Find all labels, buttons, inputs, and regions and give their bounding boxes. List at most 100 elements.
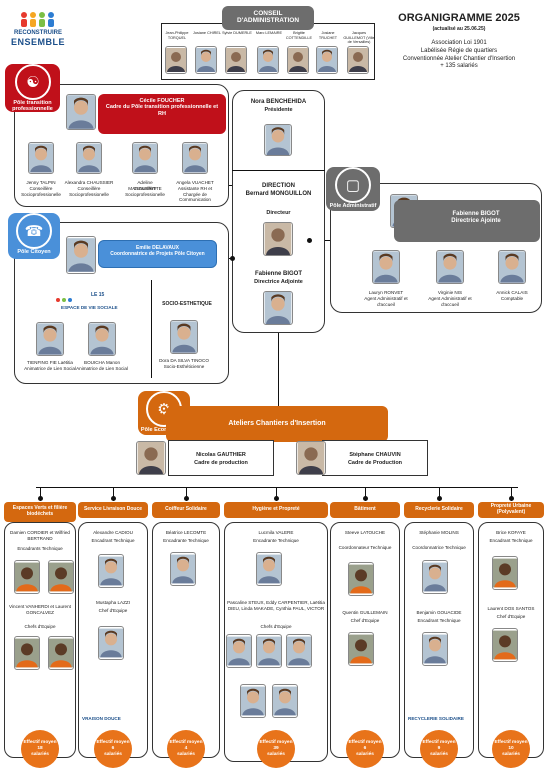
service-column-text: Alexandre CADIOU <box>93 530 133 535</box>
connector-line <box>511 487 512 501</box>
service-column-text: Stéphanie MOLINS <box>419 530 459 535</box>
service-column-text: Encadrante Technique <box>253 538 299 543</box>
member-photo <box>436 250 464 284</box>
pole-admin-icon: ▢ <box>335 167 371 203</box>
pole-citoyen-icon: ☎ <box>16 213 52 249</box>
cadre-photo <box>136 441 166 475</box>
member-photo <box>492 556 518 590</box>
presidente-photo <box>264 124 292 156</box>
member-role: Socio-Esthéticienne <box>163 364 205 369</box>
cadre-role: Cadre de production <box>194 460 248 466</box>
service-column-text: Pascaline STEUX, Eddy CARPENTIER, Laëtit… <box>227 600 325 611</box>
connector-line <box>113 487 114 501</box>
member-photo <box>132 142 158 174</box>
service-column-text: Damien CORDIER et Wilfried BERTRAND <box>10 530 70 541</box>
member-photo <box>36 322 64 356</box>
member-photo <box>76 142 102 174</box>
effectif-text: salariés <box>502 751 520 757</box>
member-name: Virginie NIS <box>437 290 463 295</box>
effectif-text: salariés <box>104 751 122 757</box>
connector-line <box>40 487 41 501</box>
adjointe-role: Directrice Adjointe <box>254 279 303 285</box>
member-photo <box>348 562 374 596</box>
effectif-text: Effectif moyen <box>422 740 456 746</box>
assoc-line: Conventionnée Atelier Chantier d'Inserti… <box>402 55 516 62</box>
service-column-title: Service Livraison Douce <box>78 502 148 518</box>
cadre-box <box>168 440 274 476</box>
member-photo <box>88 322 116 356</box>
service-column-text: Encadrants Technique <box>17 546 63 551</box>
connector-dot <box>363 496 368 501</box>
conseil-member-name: Jean-Philippe TORQUEL <box>165 31 189 40</box>
conseil-member-name: Josiane TRUCHET <box>318 31 338 40</box>
direction-label: DIRECTION <box>262 183 295 189</box>
connector-line <box>439 487 440 501</box>
assoc-line: Association Loi 1901 <box>431 40 487 46</box>
connector-line <box>36 487 518 488</box>
connector-line <box>276 487 277 501</box>
service-logo: RECYCLERIE SOLIDAIRE <box>408 716 464 721</box>
member-role: Conseillère Socioprofessionelle <box>21 186 61 197</box>
service-logo: VRAISON DOUCE <box>82 716 121 721</box>
cadre-box <box>322 440 428 476</box>
page-subtitle: (actualisé au 25.06.25) <box>432 26 486 32</box>
service-column-title: Coiffeur Solidaire <box>152 502 220 518</box>
effectif-text: 18 <box>37 746 43 752</box>
connector-line <box>232 170 325 171</box>
member-photo <box>170 320 198 354</box>
assoc-line: Labélisée Régie de quartiers <box>420 47 498 54</box>
member-name: BOUICHA Manon <box>84 360 120 365</box>
effectif-text: salariés <box>430 751 448 757</box>
member-photo <box>98 626 124 660</box>
pole-transition-head: Cécile FOUCHER Cadre du Pôle transition … <box>98 94 226 134</box>
conseil-member-name: Brigitte COTTENDILLE <box>285 31 313 40</box>
member-name: Annick CALAIS <box>496 290 528 295</box>
service-column-text: Chefs d'Equipe <box>24 624 56 629</box>
connector-line <box>278 333 279 406</box>
assoc-info: Association Loi 1901 Labélisée Régie de … <box>382 40 536 71</box>
effectif-text: 9 <box>437 746 441 752</box>
service-column-title: Espaces Verts et filière biodéchets <box>4 502 76 522</box>
service-column-text: Chef d'Equipe <box>496 614 526 619</box>
connector-dot <box>437 496 442 501</box>
member-photo <box>348 632 374 666</box>
pole-transition-head-name: Cécile FOUCHER <box>139 98 185 104</box>
effectif-text: Effectif moyen <box>259 740 293 746</box>
member-photo <box>14 636 40 670</box>
conseil-member-name: Josiane CHIREL <box>192 31 222 35</box>
effectif-text: salariés <box>177 751 195 757</box>
effectif-text: Effectif moyen <box>169 740 203 746</box>
effectif-text: salariés <box>267 751 285 757</box>
service-column-text: Coordonnateur Technique <box>338 545 392 550</box>
conseil-member-photo <box>225 46 247 74</box>
adjointe-photo <box>263 291 293 325</box>
pole-transition-head-photo <box>66 94 96 130</box>
pole-eco-head: Ateliers Chantiers d'Insertion <box>166 406 388 442</box>
member-role: Animatrice de Lien Social <box>24 366 76 371</box>
member-name: Alexandra CHAUSSIER <box>64 180 114 185</box>
service-column-text: Coordonnatrice Technique <box>412 545 466 550</box>
connector-dot <box>184 496 189 501</box>
effectif-text: Effectif moyen <box>348 740 382 746</box>
service-column-text: Encadrant Technique <box>417 618 461 623</box>
pole-citoyen-head-name: Emilie DELAVAUX <box>136 245 179 251</box>
conseil-label: CONSEIL D'ADMINISTRATION <box>222 6 314 30</box>
adjointe-name: Fabienne BIGOT <box>254 271 302 277</box>
logo-figures-icon <box>18 10 58 28</box>
member-photo <box>182 142 208 174</box>
pole-transition-head-role: Cadre du Pôle transition professionnelle… <box>105 104 219 117</box>
directeur-photo <box>263 222 293 256</box>
pole-admin-head-name: Fabienne BIGOT <box>452 211 500 217</box>
service-column-title: Hygiène et Propreté <box>224 502 328 518</box>
conseil-member-photo <box>347 46 369 74</box>
assoc-line: + 135 salariés <box>440 63 478 70</box>
conseil-member-photo <box>165 46 187 74</box>
member-photo <box>422 560 448 594</box>
conseil-member-name: Marc LEMAIRE <box>255 31 283 35</box>
member-photo <box>48 560 74 594</box>
conseil-member-photo <box>316 46 338 74</box>
